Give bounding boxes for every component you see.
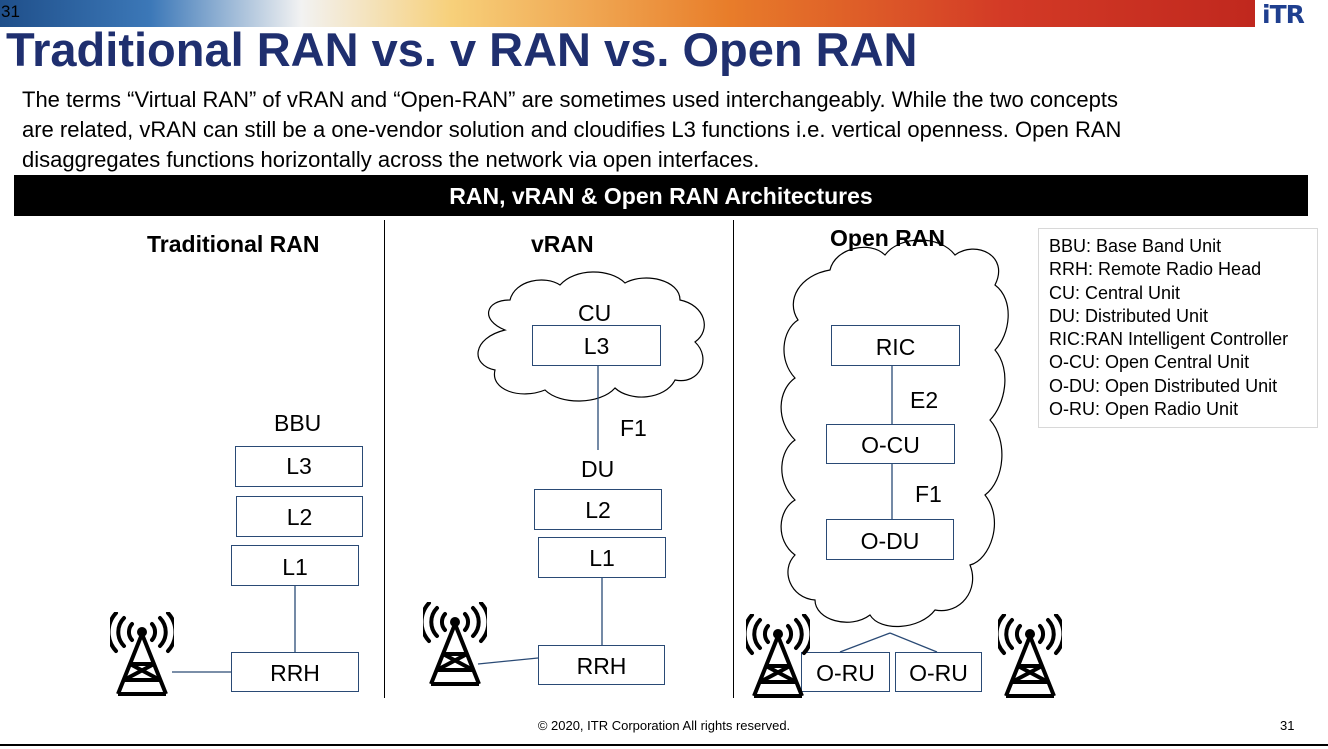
legend-item: O-CU: Open Central Unit [1049, 352, 1250, 373]
legend-item: DU: Distributed Unit [1049, 305, 1209, 326]
section-banner: RAN, vRAN & Open RAN Architectures [14, 175, 1308, 216]
antenna-tower-icon [746, 614, 810, 698]
legend-item: BBU: Base Band Unit [1049, 236, 1222, 256]
e2-label: E2 [910, 387, 939, 413]
antenna-tower-icon [110, 612, 174, 696]
traditional-l1-box: L1 [231, 545, 359, 586]
column-divider-left [384, 220, 385, 698]
vran-l2-box: L2 [534, 489, 662, 530]
o-du-box: O-DU [826, 519, 954, 560]
cu-label: CU [578, 300, 612, 326]
vran-rrh-box: RRH [538, 645, 665, 685]
antenna-tower-icon [423, 602, 487, 686]
column-divider-right [733, 220, 734, 698]
traditional-l3-box: L3 [235, 446, 363, 487]
top-decorative-bar [0, 0, 1255, 27]
traditional-ran-title: Traditional RAN [147, 231, 320, 257]
legend-item: CU: Central Unit [1049, 282, 1181, 303]
legend-item: RRH: Remote Radio Head [1049, 259, 1262, 280]
o-ru-right-box: O-RU [895, 652, 982, 692]
traditional-rrh-box: RRH [231, 652, 359, 692]
traditional-l2-box: L2 [236, 496, 363, 537]
legend-item: O-RU: Open Radio Unit [1049, 399, 1239, 420]
openran-f1-label: F1 [915, 481, 942, 507]
intro-paragraph: The terms “Virtual RAN” of vRAN and “Ope… [22, 87, 1122, 172]
slide-title: Traditional RAN vs. v RAN vs. Open RAN [6, 23, 918, 76]
bbu-label: BBU [274, 410, 322, 436]
o-ru-left-box: O-RU [801, 652, 890, 692]
slide-number-top: 31 [1, 2, 20, 21]
antenna-tower-icon [998, 614, 1062, 698]
vran-f1-label: F1 [620, 415, 647, 441]
vran-l1-box: L1 [538, 537, 666, 578]
vran-l3-box: L3 [532, 325, 661, 366]
vran-title: vRAN [531, 231, 594, 257]
legend-item: RIC:RAN Intelligent Controller [1049, 329, 1289, 350]
ric-box: RIC [831, 325, 960, 366]
bottom-rule [0, 744, 1328, 746]
itr-logo: iTR [1262, 0, 1305, 29]
footer-page-number: 31 [1280, 718, 1295, 733]
copyright-footer: © 2020, ITR Corporation All rights reser… [537, 718, 791, 733]
open-ran-title: Open RAN [830, 225, 945, 251]
abbreviation-legend: BBU: Base Band Unit RRH: Remote Radio He… [1038, 228, 1318, 428]
legend-item: O-DU: Open Distributed Unit [1049, 375, 1278, 396]
du-label: DU [581, 456, 615, 482]
o-cu-box: O-CU [826, 424, 955, 464]
